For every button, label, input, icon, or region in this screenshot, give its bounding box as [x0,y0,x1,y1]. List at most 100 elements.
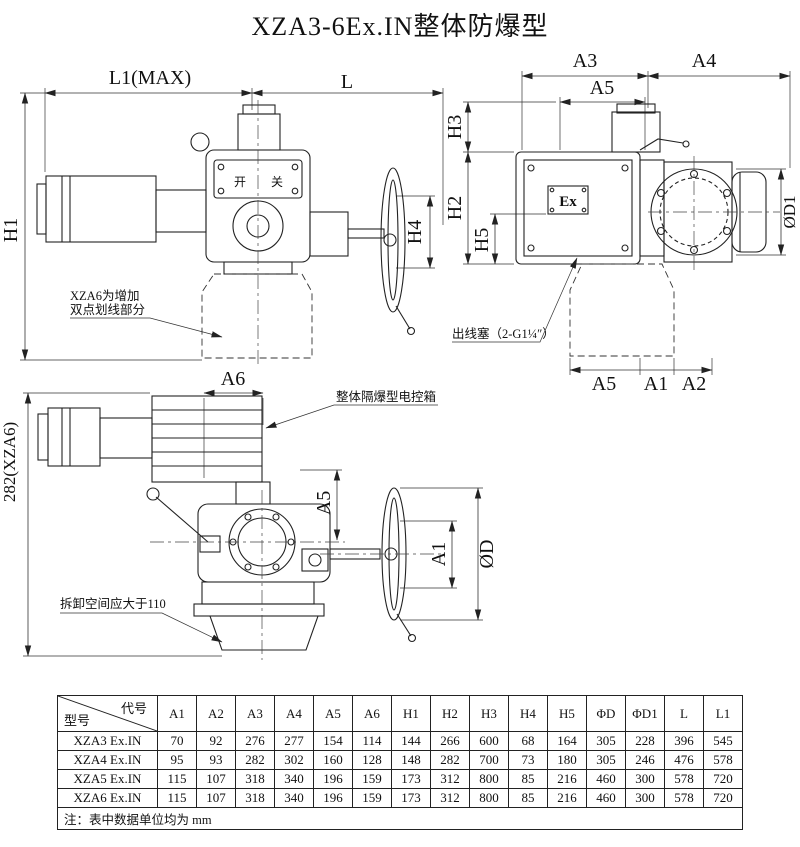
front-view: L1(MAX) L H1 H4 [0,67,444,364]
table-note-row: 注：表中数据单位均为 mm [57,807,743,830]
dim-value: 340 [274,788,314,808]
dim-value: 305 [586,731,626,751]
annotation-xza6-line2: 双点划线部分 [70,302,145,317]
table-corner-cell: 代号 型号 [57,695,158,732]
dim-label-h1: H1 [0,218,22,242]
dim-value: 216 [547,769,587,789]
dim-value: 720 [703,788,743,808]
dim-value: 246 [625,750,665,770]
dimension-h3: H3 [444,101,556,153]
dim-value: 800 [469,788,509,808]
dim-label-l1max: L1(MAX) [109,67,191,89]
dim-value: 800 [469,769,509,789]
dim-value: 266 [430,731,470,751]
dim-value: 312 [430,788,470,808]
dim-value: 196 [313,788,353,808]
dim-value: 276 [235,731,275,751]
dim-value: 160 [313,750,353,770]
drawing-title: XZA3-6Ex.IN整体防爆型 [251,12,549,41]
dim-value: 95 [157,750,197,770]
dim-label-282: 282(XZA6) [0,422,19,502]
dim-label-h3: H3 [444,115,466,139]
dimension-h2: H2 [444,151,514,265]
dim-label-a6: A6 [221,368,245,390]
dimension-l: L [251,71,444,225]
model-name: XZA5 Ex.IN [57,769,158,789]
col-header-H1: H1 [391,695,431,732]
corner-label-model: 型号 [64,713,91,728]
control-box [37,395,271,505]
leader-line-cable-plug [452,257,578,343]
actuator-body-xza6 [146,487,331,651]
dimension-a6: A6 [203,368,264,478]
dim-label-a4: A4 [692,50,716,72]
dimension-l1max: L1(MAX) [44,67,253,172]
dim-value: 216 [547,788,587,808]
diagonal-divider [58,696,157,731]
dim-value: 340 [274,769,314,789]
dim-value: 154 [313,731,353,751]
annotation-xza6-line1: XZA6为增加 [70,288,139,303]
side-view: A3 A4 A5 H3 H2 H5 [444,50,799,395]
dim-value: 300 [625,769,665,789]
dim-value: 115 [157,769,197,789]
dim-value: 196 [313,769,353,789]
xza6-phantom-extension [201,273,313,359]
model-name: XZA6 Ex.IN [57,788,158,808]
dim-value: 228 [625,731,665,751]
dim-value: 578 [703,750,743,770]
gear-housing [190,104,311,275]
dimension-a3: A3 [521,50,649,150]
dim-value: 720 [703,769,743,789]
dim-value: 93 [196,750,236,770]
technical-drawing: L1(MAX) L H1 H4 [0,50,799,660]
annotation-cable-plug-text: 出线塞（2-G1¼″） [452,326,555,341]
table-note: 注：表中数据单位均为 mm [57,807,743,830]
pedestal-phantom [569,263,675,357]
dim-value: 600 [469,731,509,751]
ex-logo: Ex [559,194,577,210]
dim-value: 128 [352,750,392,770]
col-header-A1: A1 [157,695,197,732]
dim-label-h4: H4 [404,220,426,244]
col-header-H5: H5 [547,695,587,732]
dim-value: 277 [274,731,314,751]
dimension-bottom-row: A5 A1 A2 [569,358,713,395]
dimension-od1: ØD1 [736,168,799,256]
annotation-clearance: 拆卸空间应大于110 [60,596,223,643]
panel-label-open: 开 [234,175,246,189]
col-header-A6: A6 [352,695,392,732]
dim-label-od1: ØD1 [780,195,799,228]
corner-label-code: 代号 [120,701,147,716]
dimension-od: ØD [400,487,498,621]
col-header-A3: A3 [235,695,275,732]
dim-value: 300 [625,788,665,808]
dimension-h4: H4 [396,195,435,269]
handwheel-xza6 [329,487,417,643]
dim-value: 312 [430,769,470,789]
model-name: XZA4 Ex.IN [57,750,158,770]
dim-value: 302 [274,750,314,770]
dim-label-a5-mid: A5 [313,491,335,515]
dim-value: 73 [508,750,548,770]
dim-value: 115 [157,788,197,808]
dimension-a5-top: A5 [559,77,646,150]
dimension-a5-mid: A5 [300,469,342,541]
col-header-ΦD1: ΦD1 [625,695,665,732]
model-name: XZA3 Ex.IN [57,731,158,751]
enclosure-body [515,103,690,265]
dim-label-od: ØD [476,540,498,569]
leader-line-control-box [265,404,438,429]
dimension-h5: H5 [471,213,546,265]
dim-label-a5-bottom: A5 [592,373,616,395]
dim-label-a5-top: A5 [590,77,614,99]
dim-value: 700 [469,750,509,770]
panel-label-close: 关 [271,175,283,189]
annotation-clearance-text: 拆卸空间应大于110 [60,596,166,611]
dim-value: 114 [352,731,392,751]
